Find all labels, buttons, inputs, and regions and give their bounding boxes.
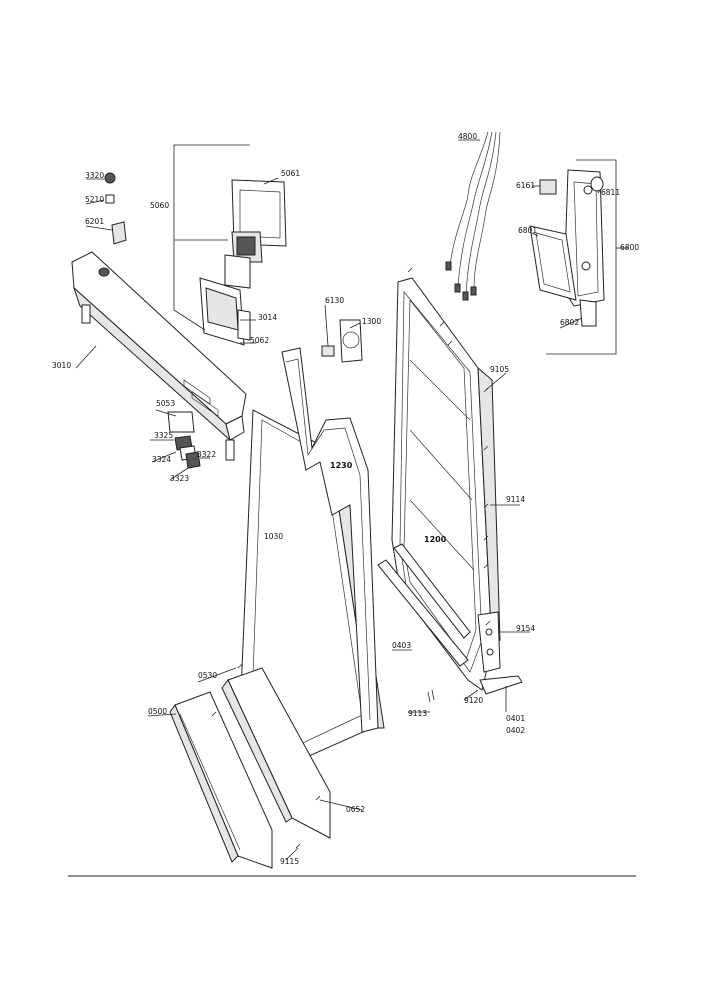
label-9113: 9113 <box>408 709 427 718</box>
control-board <box>199 179 287 346</box>
part-labels: 3320 5210 6201 5060 5061 3014 5062 3010 … <box>52 132 639 866</box>
label-3322: 3322 <box>197 450 216 459</box>
label-1300: 1300 <box>362 317 381 326</box>
label-1030: 1030 <box>264 532 283 541</box>
label-5060: 5060 <box>150 201 169 210</box>
label-0652: 0652 <box>346 805 365 814</box>
hinge-bracket <box>477 611 523 695</box>
kick-plates <box>169 667 331 869</box>
label-3323: 3323 <box>170 474 189 483</box>
label-6161: 6161 <box>516 181 535 190</box>
label-0403: 0403 <box>392 641 411 650</box>
label-3324: 3324 <box>152 455 171 464</box>
label-6201: 6201 <box>85 217 104 226</box>
label-5062: 5062 <box>250 336 269 345</box>
label-1230: 1230 <box>330 461 353 470</box>
group-brackets <box>173 144 628 355</box>
label-6801: 6801 <box>518 226 537 235</box>
label-6130: 6130 <box>325 296 344 305</box>
label-1200: 1200 <box>424 535 447 544</box>
label-5061: 5061 <box>281 169 300 178</box>
bottom-rail <box>377 543 471 667</box>
label-6811: 6811 <box>601 188 620 197</box>
label-9105: 9105 <box>490 365 509 374</box>
label-0401: 0401 <box>506 714 525 723</box>
label-0402: 0402 <box>506 726 525 735</box>
label-3325: 3325 <box>154 431 173 440</box>
label-9115: 9115 <box>280 857 299 866</box>
label-0500: 0500 <box>148 707 167 716</box>
label-5053: 5053 <box>156 399 175 408</box>
label-6800: 6800 <box>620 243 639 252</box>
inner-panel <box>281 347 379 733</box>
label-5210: 5210 <box>85 195 104 204</box>
door-lock-assembly <box>529 169 605 327</box>
label-3320: 3320 <box>85 171 104 180</box>
label-9120: 9120 <box>464 696 483 705</box>
knob-parts <box>104 172 127 245</box>
cable-harness <box>445 131 501 301</box>
label-6802: 6802 <box>560 318 579 327</box>
button-set <box>167 411 201 469</box>
leader-lines <box>75 139 601 861</box>
label-9154: 9154 <box>516 624 535 633</box>
label-9114: 9114 <box>506 495 525 504</box>
label-3014: 3014 <box>258 313 277 322</box>
screws <box>211 267 491 849</box>
label-3010: 3010 <box>52 361 71 370</box>
control-panel <box>71 251 247 461</box>
label-0530: 0530 <box>198 671 217 680</box>
label-4800: 4800 <box>458 132 477 141</box>
latch-assembly <box>321 319 363 363</box>
